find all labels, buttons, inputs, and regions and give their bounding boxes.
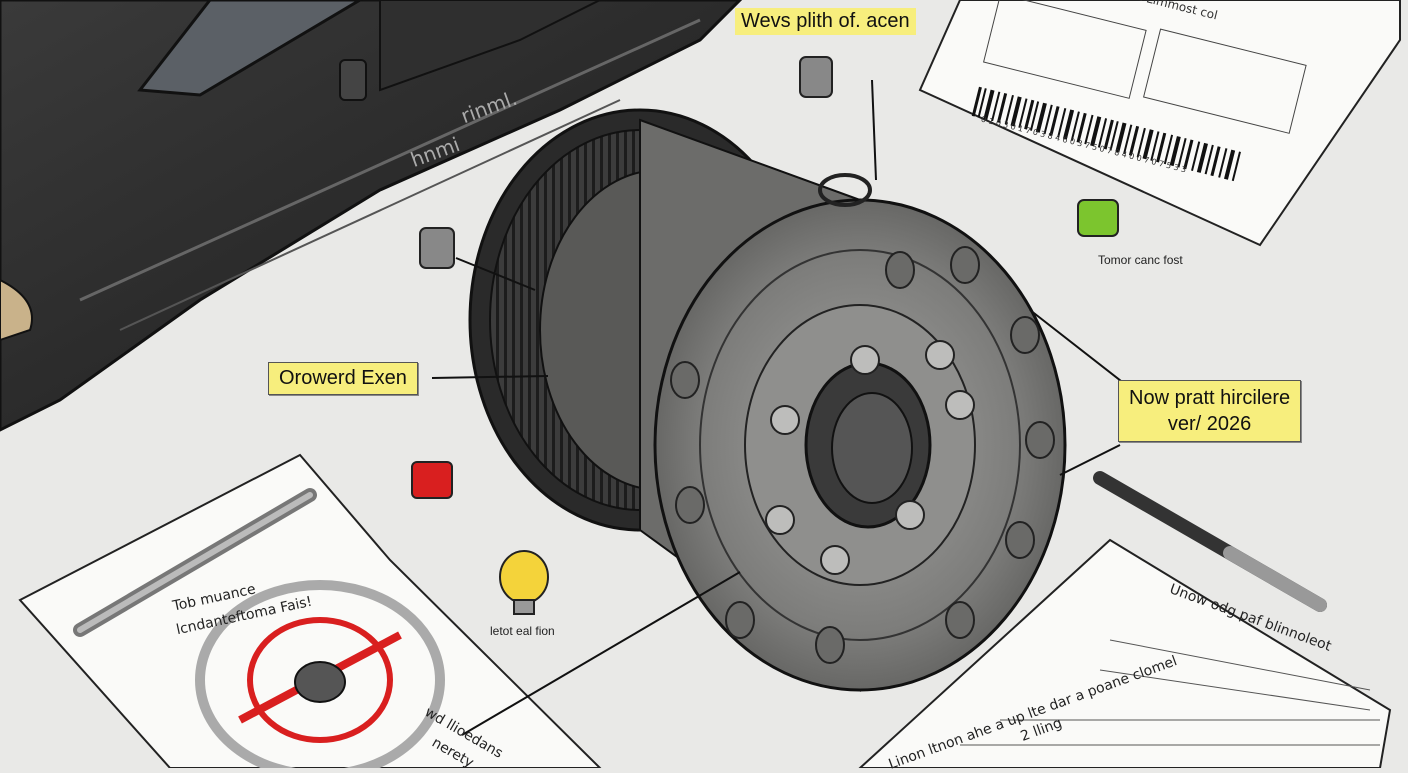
leader-lines — [431, 79, 1131, 736]
grey-cap-icon — [419, 56, 833, 269]
right-callout: Now pratt hircilere ver/ 2026 — [1118, 380, 1302, 442]
car-body — [0, 0, 743, 432]
top-document — [918, 0, 1401, 247]
bulb-note: letot eal fion — [490, 624, 555, 638]
right-document — [858, 538, 1392, 768]
pen-icon — [1093, 471, 1327, 612]
green-cube-icon — [1077, 199, 1119, 237]
right-callout-line1: Now pratt hircilere — [1129, 387, 1291, 409]
brake-drum — [468, 108, 1067, 692]
bulb-icon — [499, 550, 549, 615]
barcode — [971, 86, 1241, 182]
top-callout: Wevs plith of. acen — [735, 8, 916, 35]
chain-link-icon — [818, 173, 872, 207]
left-callout: Orowerd Exen — [268, 362, 418, 395]
red-cube-icon — [411, 461, 453, 499]
pen-icon — [73, 488, 317, 637]
left-document — [18, 453, 602, 768]
green-note: Tomor canc fost — [1098, 253, 1183, 267]
right-callout-line2: ver/ 2026 — [1167, 413, 1252, 435]
